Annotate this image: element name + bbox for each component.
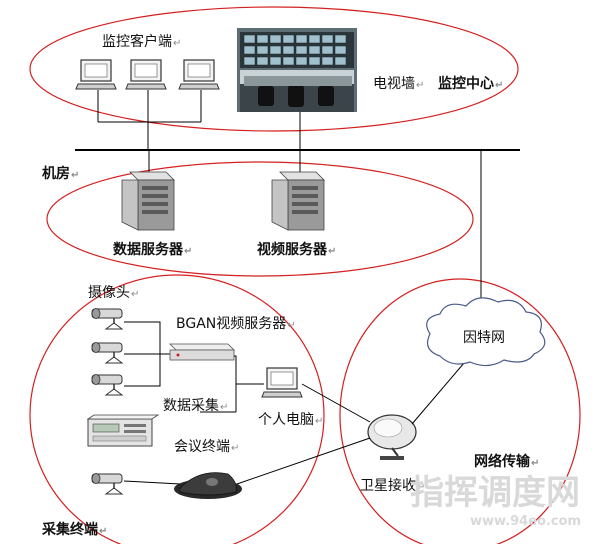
machine-room-zone [46, 161, 474, 277]
satellite-dish-icon [367, 414, 417, 460]
monitor-center-zone [29, 6, 519, 132]
conference-terminal-label: 会议终端↵ [174, 439, 240, 455]
internet-label: 因特网 [463, 330, 505, 346]
bgan-server-icon [169, 343, 235, 361]
server-icon [271, 171, 325, 231]
tv-wall-label: 电视墙↵ [373, 76, 425, 92]
satellite-rx-label: 卫星接收↵ [360, 478, 426, 494]
watermark-url: www.94eo.com [470, 514, 582, 529]
personal-pc-label: 个人电脑↵ [258, 412, 324, 428]
pc-satellite-link [301, 383, 371, 423]
monitor-client-label: 监控客户端↵ [102, 34, 182, 50]
collect-terminal-label: 采集终端↵ [42, 522, 108, 538]
conference-satellite-link [236, 437, 371, 485]
watermark-text: 指挥调度网 [410, 473, 580, 513]
collect-terminal-zone [29, 274, 325, 544]
laptop-icon [261, 367, 303, 398]
camera-icon [91, 342, 124, 364]
internet-cloud-icon [426, 297, 546, 367]
conference-terminal-icon [174, 472, 242, 499]
laptop-icon [178, 59, 220, 90]
data-collect-device [86, 414, 160, 447]
camera-icon [91, 308, 124, 330]
bgan-server-label: BGAN视频服务器↵ [176, 316, 296, 332]
data-collect-label: 数据采集↵ [163, 398, 229, 414]
data-server-label: 数据服务器↵ [113, 242, 193, 258]
tv-wall-image [237, 28, 357, 112]
satellite-internet-link [411, 355, 471, 425]
machine-room-label: 机房↵ [42, 166, 80, 182]
network-transmission-label: 网络传输↵ [474, 454, 540, 470]
video-server-label: 视频服务器↵ [257, 242, 337, 258]
laptop-icon [75, 59, 117, 90]
monitor-center-label: 监控中心↵ [438, 76, 504, 92]
camera-label: 摄像头↵ [88, 285, 140, 301]
network-transmission-zone [339, 278, 581, 544]
server-icon [121, 171, 175, 231]
laptop-icon [125, 59, 167, 90]
camera-icon [91, 473, 124, 495]
camera-icon [91, 374, 124, 396]
camera-conference-link [123, 480, 181, 485]
